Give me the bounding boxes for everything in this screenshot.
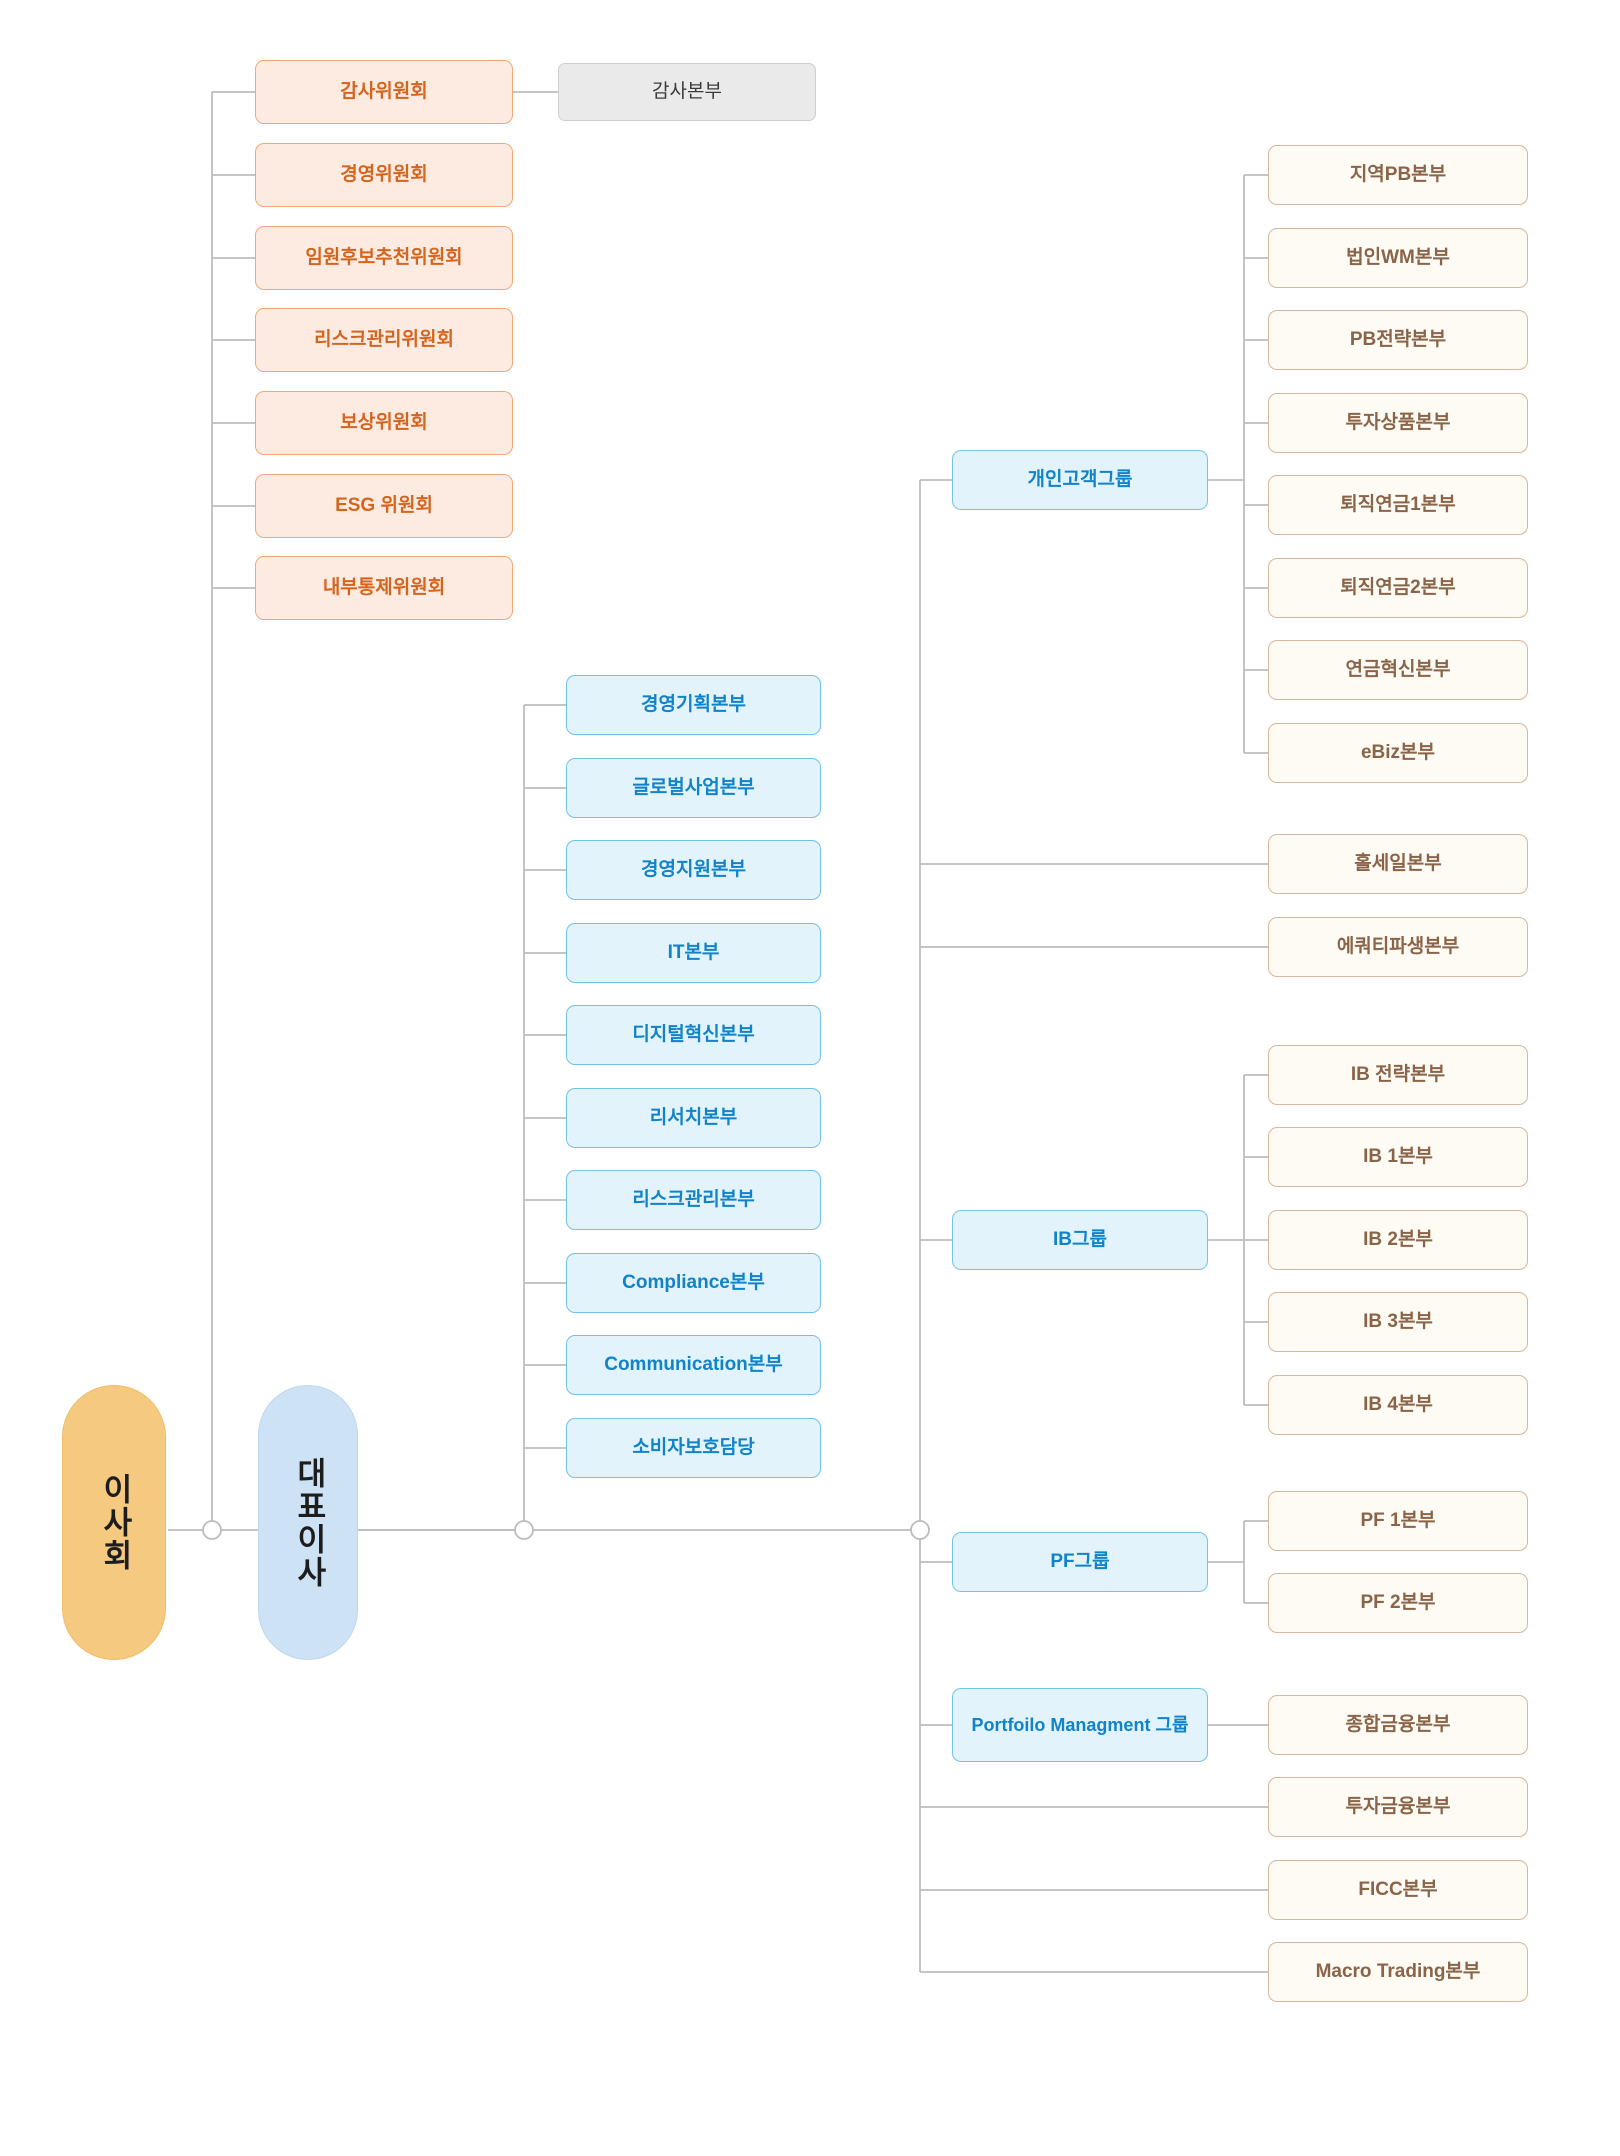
root-ceo[interactable]: 대표이사 — [258, 1385, 358, 1660]
subdivision-ib-2[interactable]: IB 2본부 — [1268, 1210, 1528, 1270]
division-communication[interactable]: Communication본부 — [566, 1335, 821, 1395]
subdivision-retirement-pension-1[interactable]: 퇴직연금1본부 — [1268, 475, 1528, 535]
subdivision-pb-strategy[interactable]: PB전략본부 — [1268, 310, 1528, 370]
subdivision-regional-pb[interactable]: 지역PB본부 — [1268, 145, 1528, 205]
subdivision-ib-3[interactable]: IB 3본부 — [1268, 1292, 1528, 1352]
group-label: 개인고객그룹 — [1027, 469, 1133, 491]
committee-management[interactable]: 경영위원회 — [255, 143, 513, 207]
division-label: 소비자보호담당 — [632, 1437, 755, 1459]
committee-audit[interactable]: 감사위원회 — [255, 60, 513, 124]
committee-esg[interactable]: ESG 위원회 — [255, 474, 513, 538]
division-research[interactable]: 리서치본부 — [566, 1088, 821, 1148]
audit-department[interactable]: 감사본부 — [558, 63, 816, 121]
subdivision-label: 퇴직연금1본부 — [1340, 494, 1456, 516]
subdivision-label: 법인WM본부 — [1346, 247, 1450, 269]
subdivision-label: 연금혁신본부 — [1345, 659, 1451, 681]
division-management-support[interactable]: 경영지원본부 — [566, 840, 821, 900]
division-management-planning[interactable]: 경영기획본부 — [566, 675, 821, 735]
division-label: 글로벌사업본부 — [632, 777, 755, 799]
division-global-business[interactable]: 글로벌사업본부 — [566, 758, 821, 818]
committee-compensation[interactable]: 보상위원회 — [255, 391, 513, 455]
committee-label: 리스크관리위원회 — [314, 329, 454, 351]
division-investment-banking-finance[interactable]: 투자금융본부 — [1268, 1777, 1528, 1837]
division-label: 투자금융본부 — [1345, 1796, 1451, 1818]
committee-internal-control[interactable]: 내부통제위원회 — [255, 556, 513, 620]
subdivision-ib-4[interactable]: IB 4본부 — [1268, 1375, 1528, 1435]
committee-label: ESG 위원회 — [335, 495, 433, 517]
subdivision-investment-products[interactable]: 투자상품본부 — [1268, 393, 1528, 453]
division-macro-trading[interactable]: Macro Trading본부 — [1268, 1942, 1528, 2002]
committee-label: 내부통제위원회 — [322, 577, 446, 599]
subdivision-ebiz[interactable]: eBiz본부 — [1268, 723, 1528, 783]
root-ceo-label: 대표이사 — [291, 1456, 327, 1589]
division-equity-derivatives[interactable]: 에쿼티파생본부 — [1268, 917, 1528, 977]
subdivision-label: IB 전략본부 — [1350, 1064, 1446, 1086]
subdivision-label: eBiz본부 — [1360, 742, 1436, 764]
subdivision-label: 지역PB본부 — [1349, 164, 1447, 186]
division-label: Macro Trading본부 — [1315, 1961, 1481, 1983]
group-label: IB그룹 — [1053, 1229, 1107, 1251]
subdivision-pf-2[interactable]: PF 2본부 — [1268, 1573, 1528, 1633]
committee-label: 임원후보추천위원회 — [305, 247, 463, 269]
subdivision-label: 투자상품본부 — [1345, 412, 1451, 434]
subdivision-label: IB 2본부 — [1363, 1229, 1433, 1251]
group-label: PF그룹 — [1050, 1551, 1110, 1573]
division-consumer-protection[interactable]: 소비자보호담당 — [566, 1418, 821, 1478]
division-comprehensive-finance[interactable]: 종합금융본부 — [1268, 1695, 1528, 1755]
division-compliance[interactable]: Compliance본부 — [566, 1253, 821, 1313]
committee-label: 보상위원회 — [340, 412, 428, 434]
committee-executive-nomination[interactable]: 임원후보추천위원회 — [255, 226, 513, 290]
division-label: 홀세일본부 — [1354, 853, 1442, 875]
root-board-label: 이사회 — [97, 1473, 133, 1572]
subdivision-pension-innovation[interactable]: 연금혁신본부 — [1268, 640, 1528, 700]
subdivision-label: IB 4본부 — [1363, 1394, 1433, 1416]
division-ficc[interactable]: FICC본부 — [1268, 1860, 1528, 1920]
group-label: Portfoilo Managment 그룹 — [971, 1714, 1189, 1735]
group-portfolio-management[interactable]: Portfoilo Managment 그룹 — [952, 1688, 1208, 1762]
root-board-of-directors[interactable]: 이사회 — [62, 1385, 166, 1660]
division-it[interactable]: IT본부 — [566, 923, 821, 983]
division-label: 경영지원본부 — [641, 859, 746, 881]
subdivision-label: IB 3본부 — [1363, 1311, 1433, 1333]
subdivision-label: 퇴직연금2본부 — [1340, 577, 1456, 599]
committee-label: 감사위원회 — [340, 81, 428, 103]
subdivision-ib-1[interactable]: IB 1본부 — [1268, 1127, 1528, 1187]
division-label: 에쿼티파생본부 — [1336, 936, 1460, 958]
division-label: 리스크관리본부 — [632, 1189, 755, 1211]
subdivision-label: IB 1본부 — [1363, 1146, 1433, 1168]
subdivision-label: PF 2본부 — [1360, 1592, 1436, 1614]
group-pf[interactable]: PF그룹 — [952, 1532, 1208, 1592]
subdivision-corporate-wm[interactable]: 법인WM본부 — [1268, 228, 1528, 288]
subdivision-pf-1[interactable]: PF 1본부 — [1268, 1491, 1528, 1551]
division-digital-innovation[interactable]: 디지털혁신본부 — [566, 1005, 821, 1065]
division-label: 종합금융본부 — [1345, 1714, 1451, 1736]
division-label: Compliance본부 — [622, 1272, 765, 1294]
division-label: 디지털혁신본부 — [632, 1024, 755, 1046]
division-label: 경영기획본부 — [641, 694, 746, 716]
committee-label: 경영위원회 — [340, 164, 428, 186]
group-personal-client[interactable]: 개인고객그룹 — [952, 450, 1208, 510]
subdivision-label: PB전략본부 — [1349, 329, 1447, 351]
division-label: 리서치본부 — [649, 1107, 738, 1129]
subdivision-retirement-pension-2[interactable]: 퇴직연금2본부 — [1268, 558, 1528, 618]
division-risk-management[interactable]: 리스크관리본부 — [566, 1170, 821, 1230]
audit-department-label: 감사본부 — [652, 81, 722, 103]
division-label: IT본부 — [667, 942, 720, 964]
subdivision-label: PF 1본부 — [1360, 1510, 1436, 1532]
subdivision-ib-strategy[interactable]: IB 전략본부 — [1268, 1045, 1528, 1105]
group-ib[interactable]: IB그룹 — [952, 1210, 1208, 1270]
division-label: Communication본부 — [604, 1354, 783, 1376]
division-label: FICC본부 — [1358, 1879, 1438, 1901]
committee-risk-management[interactable]: 리스크관리위원회 — [255, 308, 513, 372]
division-wholesale[interactable]: 홀세일본부 — [1268, 834, 1528, 894]
